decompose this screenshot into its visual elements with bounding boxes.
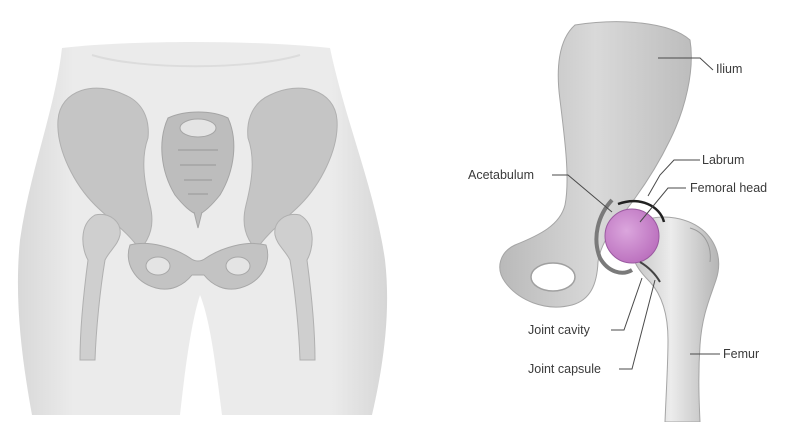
pelvis-front-view — [18, 42, 387, 415]
svg-text:Femoral head: Femoral head — [690, 181, 767, 195]
svg-text:Joint cavity: Joint cavity — [528, 323, 591, 337]
obturator-foramen — [531, 263, 575, 291]
label-femur: Femur — [690, 347, 759, 361]
svg-text:Labrum: Labrum — [702, 153, 744, 167]
label-femoral-head: Femoral head — [640, 181, 767, 222]
svg-text:Acetabulum: Acetabulum — [468, 168, 534, 182]
svg-text:Ilium: Ilium — [716, 62, 742, 76]
femoral-head — [605, 209, 659, 263]
svg-text:Joint capsule: Joint capsule — [528, 362, 601, 376]
svg-text:Femur: Femur — [723, 347, 759, 361]
